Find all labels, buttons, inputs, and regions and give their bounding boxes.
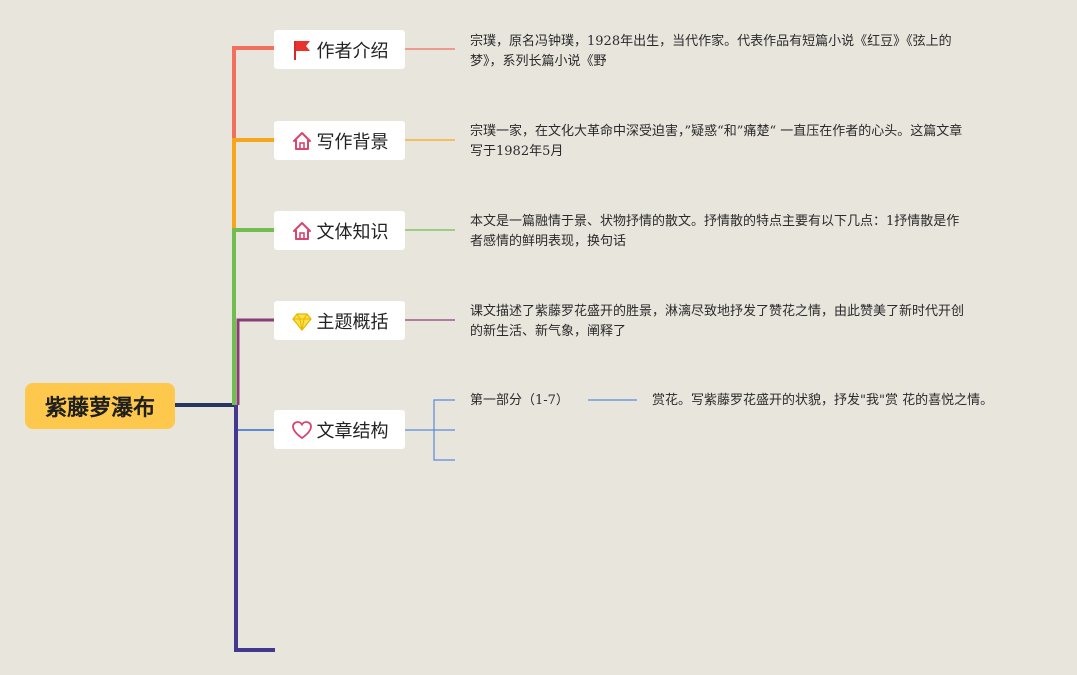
branch-writing-background[interactable]: 写作背景	[274, 121, 405, 160]
diamond-icon	[291, 310, 313, 332]
heart-icon	[291, 419, 313, 441]
branch-theme-summary[interactable]: 主题概括	[274, 301, 405, 340]
branch-label: 文体知识	[316, 221, 389, 243]
branch-description: 本文是一篇融情于景、状物抒情的散文。抒情散的特点主要有以下几点：1抒情散是作者感…	[470, 214, 960, 249]
branch-description: 宗璞一家，在文化大革命中深受迫害，”疑惑“和”痛楚“ 一直压在作者的心头。这篇文…	[470, 124, 963, 159]
branch-description: 宗璞，原名冯钟璞，1928年出生，当代作家。代表作品有短篇小说《红豆》《弦上的梦…	[470, 34, 952, 69]
branch-label: 文章结构	[316, 420, 389, 442]
home-icon	[291, 130, 313, 152]
branch-description: 课文描述了紫藤罗花盛开的胜景，淋漓尽致地抒发了赞花之情，由此赞美了新时代开创的新…	[470, 304, 965, 339]
structure-part-detail[interactable]: 赏花。写紫藤罗花盛开的状貌，抒发"我"赏 花的喜悦之情。	[652, 393, 994, 408]
branch-genre-knowledge[interactable]: 文体知识	[274, 211, 405, 250]
branch-author-intro[interactable]: 作者介绍	[274, 30, 405, 69]
branch-article-structure[interactable]: 文章结构	[274, 410, 405, 449]
root-topic[interactable]: 紫藤萝瀑布	[25, 383, 175, 429]
root-topic-label: 紫藤萝瀑布	[44, 396, 155, 421]
branch-label: 写作背景	[316, 131, 389, 153]
branch-label: 主题概括	[316, 311, 389, 333]
structure-part-label[interactable]: 第一部分（1-7）	[470, 393, 569, 408]
flag-icon	[291, 39, 313, 61]
branch-label: 作者介绍	[316, 40, 389, 62]
home-icon	[291, 220, 313, 242]
